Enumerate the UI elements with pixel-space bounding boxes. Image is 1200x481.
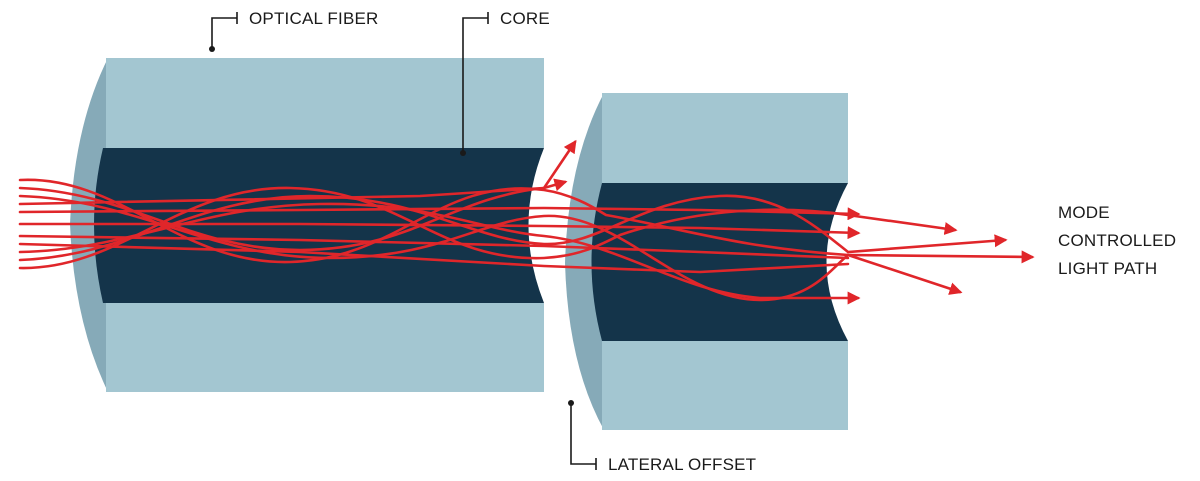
lateral-offset-label: LATERAL OFFSET <box>608 455 756 474</box>
light-rays <box>18 139 1035 305</box>
light-ray <box>18 206 861 221</box>
left-fiber-core <box>94 148 544 303</box>
light-ray <box>18 178 568 206</box>
right-fiber <box>565 93 848 430</box>
mode-label-line1: MODE <box>1058 203 1110 222</box>
right-fiber-end-face <box>565 93 604 430</box>
core-label: CORE <box>500 9 550 28</box>
light-ray <box>18 242 850 274</box>
right-fiber-core-end-cut <box>826 183 848 341</box>
optical-fiber-label: OPTICAL FIBER <box>249 9 379 28</box>
light-ray <box>18 186 958 270</box>
mode-label-line2: CONTROLLED <box>1058 231 1176 250</box>
light-ray <box>18 139 577 252</box>
lateral-offset-leader-dot <box>568 400 574 406</box>
optical-fiber-callout: OPTICAL FIBER <box>209 9 379 52</box>
right-fiber-core <box>591 183 848 341</box>
light-ray <box>18 222 861 240</box>
light-ray <box>18 234 850 260</box>
lateral-offset-callout: LATERAL OFFSET <box>568 400 756 474</box>
mode-label-line3: LIGHT PATH <box>1058 259 1157 278</box>
light-ray <box>18 194 1008 262</box>
mode-controlled-light-path-label: MODE CONTROLLED LIGHT PATH <box>1058 203 1176 278</box>
core-leader-dot <box>460 150 466 156</box>
core-leader <box>462 17 488 152</box>
core-callout: CORE <box>460 9 550 156</box>
lateral-offset-leader <box>570 404 596 465</box>
optical-fiber-leader <box>211 17 237 48</box>
optical-fiber-leader-dot <box>209 46 215 52</box>
